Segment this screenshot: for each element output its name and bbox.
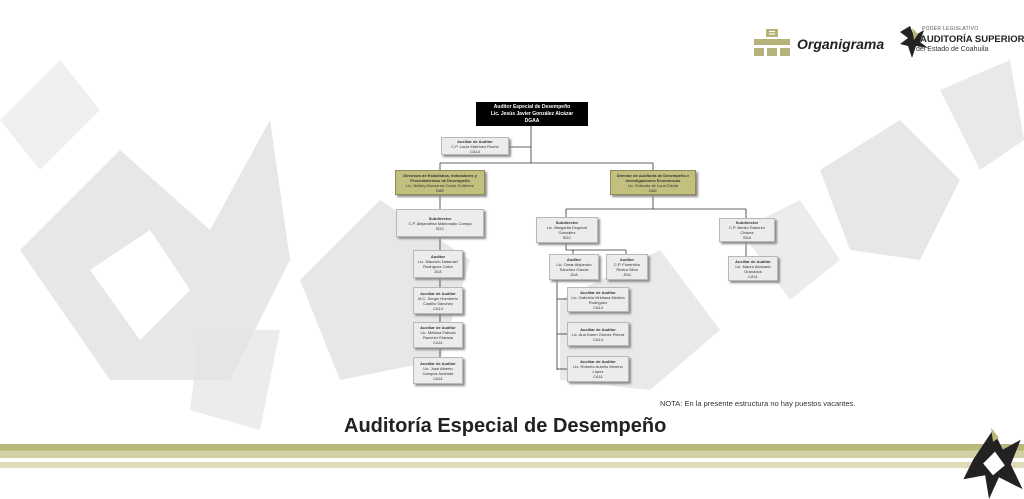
page-header-title: Organigrama — [797, 36, 885, 52]
node-name: M.C. Sergio Humberto Castillo Sánchez — [418, 295, 458, 306]
node-auxiliar-lucia: Auxiliar de Auditor C.P. Lucía Martínez … — [441, 137, 509, 155]
node-name: C.P. Florentino Rivera Silva — [613, 262, 641, 272]
node-title: Auditor — [430, 254, 446, 259]
corner-star-icon — [963, 427, 1023, 499]
node-name: Lic. Roberto Aurelio Moreno López — [573, 364, 623, 374]
node-code: CA11 — [433, 340, 443, 345]
node-title: Auxiliar de Auditor — [457, 138, 493, 144]
node-title: Subdirector — [735, 220, 759, 225]
node-directora-estadistica: Directora de Estadística, Indicadores y … — [395, 170, 485, 195]
node-title: Directora de Estadística, Indicadores y … — [403, 172, 477, 183]
node-code: CA11 — [593, 374, 603, 379]
node-name: Lic. Ana Karen Gómez Rivera — [571, 331, 625, 337]
node-name: Lic. José Alberto Campos Andrade — [422, 365, 454, 376]
org-chart-icon — [754, 29, 790, 56]
node-title: Auditor Especial de Desempeño — [493, 103, 571, 110]
node-name: Lic. Gabriela Viridiana Medina Rodríguez — [571, 294, 625, 305]
footer-bar-secondary — [0, 462, 1024, 468]
node-auxiliar-mauro: Auxiliar de Auditor Lic. Mauro Alvarado … — [728, 256, 778, 281]
node-name: Lic. Rolando de Luna Dávila — [627, 182, 679, 188]
node-code: CA11 — [433, 375, 443, 381]
node-code: DAE — [435, 187, 445, 193]
seal-icon — [900, 26, 928, 58]
node-code: DAE — [648, 187, 658, 193]
logo-line-1: PODER LEGISLATIVO — [922, 26, 979, 32]
node-title: Auxiliar de Auditor — [420, 360, 456, 366]
node-code: CA14 — [592, 336, 603, 342]
node-auxiliar-jose-alberto: Auxiliar de Auditor Lic. José Alberto Ca… — [413, 357, 463, 384]
node-subdirector-benito: Subdirector C.P. Benito Ramírez Chávez S… — [719, 218, 775, 242]
node-title: Auxiliar de Auditor — [420, 325, 456, 330]
footer-bar — [0, 444, 1024, 458]
node-title: Auxiliar de Auditor — [420, 290, 456, 296]
node-auditor-omar: Auditor Lic. Omar Alejandro Sánchez Garc… — [549, 254, 599, 280]
vacancy-note: NOTA: En la presente estructura no hay p… — [660, 399, 856, 408]
node-code: CA11 — [748, 273, 758, 279]
node-code: SDA — [742, 235, 752, 240]
node-code: JDA — [623, 272, 631, 277]
node-title: Auditor — [619, 257, 635, 262]
node-code: DGAA — [524, 117, 540, 124]
node-name: Lic. Omar Alejandro Sánchez García — [556, 262, 592, 272]
node-code: SDC — [562, 235, 572, 240]
node-name: Lic. Mauro Alvarado Granados — [735, 263, 771, 274]
auditoria-superior-logo: PODER LEGISLATIVO AUDITORÍA SUPERIOR del… — [898, 24, 1024, 64]
node-auditor-mauricio: Auditor Lic. Mauricio Natanael Rodríguez… — [413, 250, 463, 278]
node-auxiliar-sergio: Auxiliar de Auditor M.C. Sergio Humberto… — [413, 287, 463, 314]
node-name: C.P. Benito Ramírez Chávez — [729, 225, 765, 235]
node-name: Lic. Jesús Javier González Alcázar — [490, 110, 574, 117]
node-auditor-especial: Auditor Especial de Desempeño Lic. Jesús… — [476, 102, 588, 126]
node-title: Auxiliar de Auditor — [580, 326, 616, 332]
node-subdirector-alejandrina: Subdirector C.P. Alejandrina Maldonado C… — [396, 209, 484, 237]
node-name: Lic. Mauricio Natanael Rodríguez Calvo — [418, 259, 458, 269]
node-code: CA14 — [592, 304, 603, 310]
node-auxiliar-melissa: Auxiliar de Auditor Lic. Melissa Fabiola… — [413, 322, 463, 348]
node-code: CA14 — [432, 305, 443, 311]
node-director-auditoria: Director de Auditoría de Desempeño e Inv… — [610, 170, 696, 195]
node-name: Lic. Margarita Esquivel González — [546, 225, 588, 235]
node-name: Lic. Nelisly Monserrat Cantú Gutiérrez — [406, 182, 474, 188]
node-auxiliar-roberto: Auxiliar de Auditor Lic. Roberto Aurelio… — [567, 356, 629, 382]
node-code: JDA — [434, 269, 442, 274]
node-title: Auxiliar de Auditor — [580, 289, 616, 295]
node-name: Lic. Melissa Fabiola Ramírez Estrada — [420, 330, 456, 340]
node-code: CA14 — [469, 148, 480, 154]
node-auxiliar-ana-karen: Auxiliar de Auditor Lic. Ana Karen Gómez… — [567, 322, 629, 346]
node-title: Auditor — [566, 257, 582, 262]
node-code: SDC — [435, 225, 445, 231]
node-name: C.P. Lucía Martínez Roche — [451, 143, 499, 149]
node-subdirector-margarita: Subdirector Lic. Margarita Esquivel Gonz… — [536, 217, 598, 243]
node-title: Subdirector — [428, 215, 452, 221]
node-title: Auxiliar de Auditor — [735, 258, 771, 264]
node-title: Subdirector — [555, 220, 579, 225]
logo-line-3: del Estado de Coahuila — [916, 46, 989, 53]
logo-line-2: AUDITORÍA SUPERIOR — [920, 34, 1024, 45]
node-auditor-florentino: Auditor C.P. Florentino Rivera Silva JDA — [606, 254, 648, 280]
node-name: C.P. Alejandrina Maldonado Campa — [408, 220, 472, 226]
footer-title: Auditoría Especial de Desempeño — [344, 415, 667, 437]
node-title: Auxiliar de Auditor — [580, 359, 616, 364]
node-title: Director de Auditoría de Desempeño e Inv… — [616, 172, 690, 183]
node-code: JDA — [570, 272, 578, 277]
node-auxiliar-gabriela: Auxiliar de Auditor Lic. Gabriela Viridi… — [567, 287, 629, 312]
